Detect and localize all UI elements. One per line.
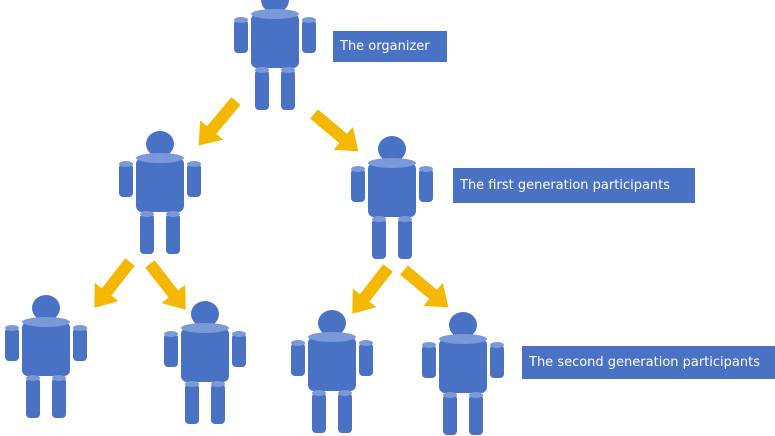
second-gen-1-person-icon xyxy=(5,295,87,418)
second-gen-4-person-icon xyxy=(422,312,504,435)
arrow-organizer-to-left xyxy=(187,91,248,156)
arrow-first-left-to-mid-left xyxy=(138,254,198,319)
arrow-first-left-to-far-left xyxy=(82,252,142,317)
first-gen-right-person-icon xyxy=(351,136,433,259)
arrow-organizer-to-right xyxy=(304,102,369,163)
second-gen-2-person-icon xyxy=(164,301,246,424)
first-generation-label: The first generation participants xyxy=(453,168,695,203)
arrow-first-right-to-far-right xyxy=(394,258,459,319)
second-generation-label: The second generation participants xyxy=(522,346,775,379)
organizer-person-icon xyxy=(234,0,316,110)
arrow-first-right-to-mid-right xyxy=(340,258,400,323)
first-gen-left-person-icon xyxy=(119,131,201,254)
second-gen-3-person-icon xyxy=(291,310,373,433)
organizer-label: The organizer xyxy=(333,31,447,62)
